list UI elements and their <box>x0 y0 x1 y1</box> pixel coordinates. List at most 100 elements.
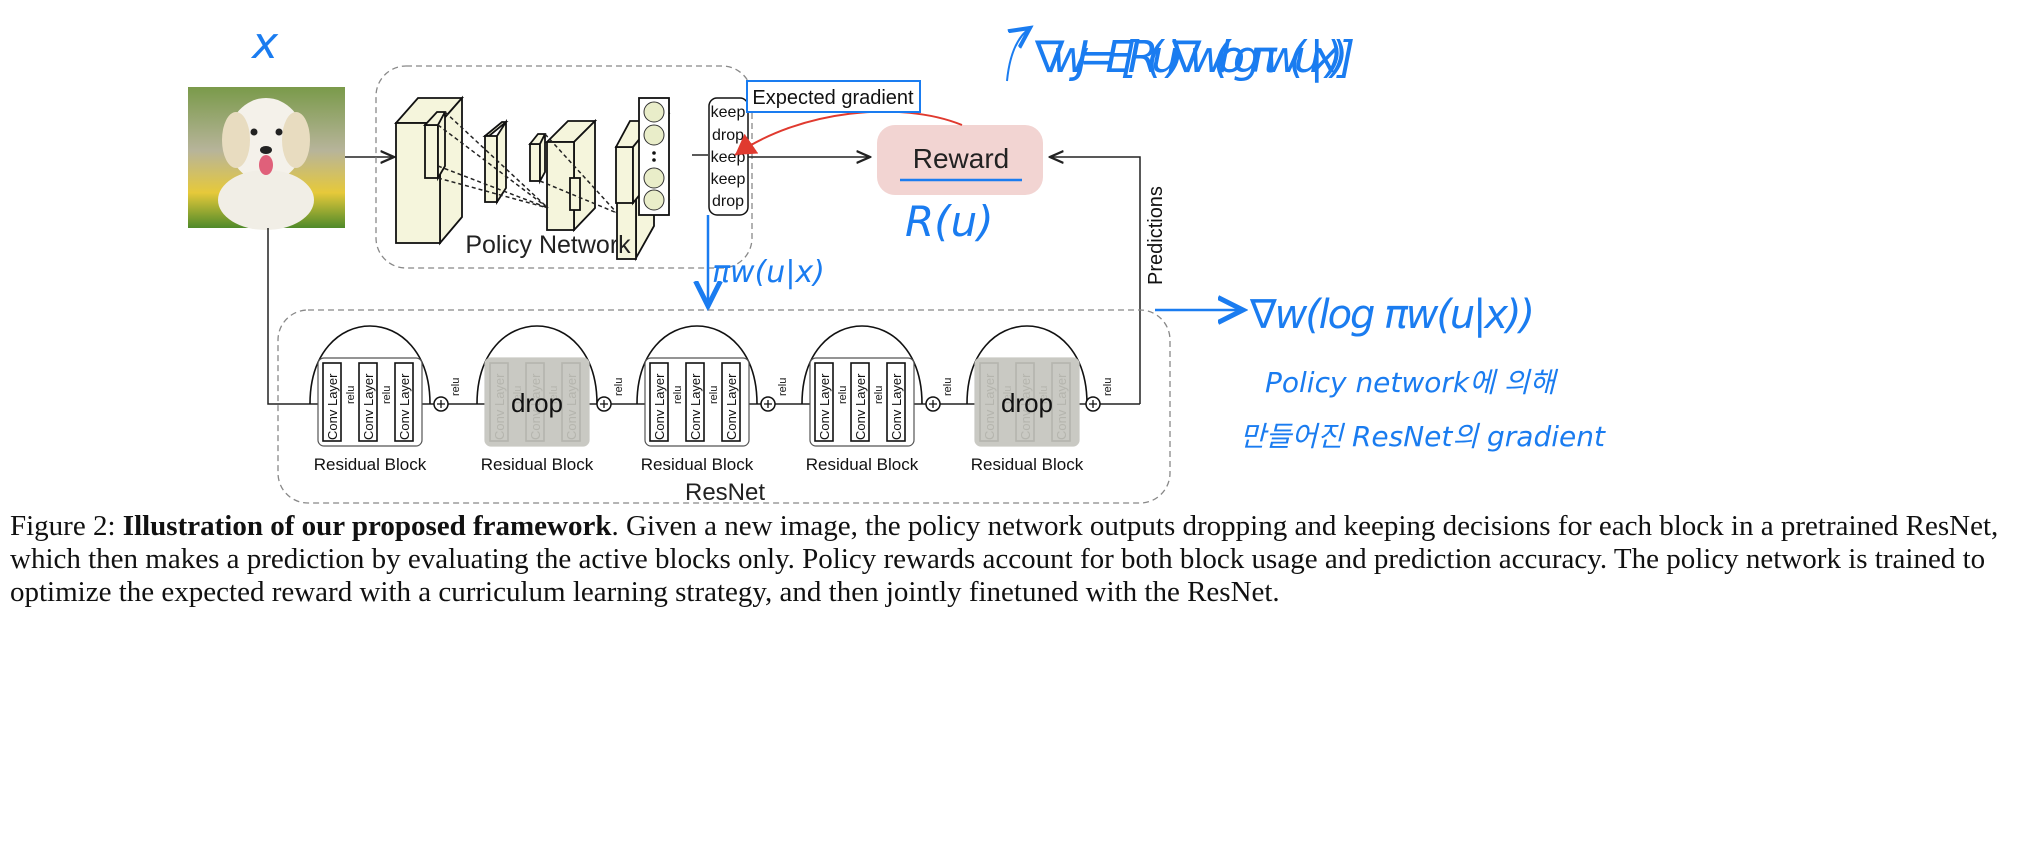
conv-layer <box>1015 362 1035 442</box>
conv-layer-label: Conv Layer <box>1018 373 1033 440</box>
conv-layer <box>685 362 705 442</box>
conv-layer <box>814 362 834 442</box>
residual-block: Conv Layer relu Conv Layer relu Conv LayerRe… <box>309 325 431 474</box>
block-body <box>644 357 750 447</box>
conv-layer-label: Conv Layer <box>564 373 579 440</box>
policy-network-label: Policy Network <box>465 231 631 259</box>
block-body <box>484 357 590 447</box>
decision-item: drop <box>712 193 744 210</box>
conv-layer-label: Conv Layer <box>889 373 904 440</box>
conv-layer-label: Conv Layer <box>1054 373 1069 440</box>
reward-annotation: R(u) <box>905 197 994 246</box>
drop-label: drop <box>1001 388 1053 418</box>
reward-box <box>877 125 1043 195</box>
conv-layer-label: Conv Layer <box>982 373 997 440</box>
add-node: relu <box>925 378 954 412</box>
resnet-label: ResNet <box>685 479 765 506</box>
decision-list: keep drop keep keep drop <box>711 104 746 210</box>
relu-label: relu <box>613 378 625 396</box>
relu-label: relu <box>777 378 789 396</box>
conv-layer <box>850 362 870 442</box>
relu-label: relu <box>1102 378 1114 396</box>
policy-network-box <box>375 65 753 269</box>
expected-gradient-label: Expected gradient <box>752 87 914 109</box>
resnet-gradient-formula: ∇w(log πw(u|x)) <box>1249 292 1535 338</box>
block-body <box>974 357 1080 447</box>
figure-caption: Figure 2: Illustration of our proposed f… <box>10 510 2030 609</box>
skip-connection <box>476 325 598 405</box>
reward-label: Reward <box>913 143 1009 174</box>
residual-block-label: Residual Block <box>314 455 427 474</box>
add-node: relu <box>596 378 625 412</box>
conv-layer <box>979 362 999 442</box>
note-line-1: Policy network에 의해 <box>1265 366 1559 399</box>
expected-gradient-formula: ∇wJ = E[ R(u)∇w(log πw(u|x)) ] <box>1034 32 1355 83</box>
residual-block: Conv Layer relu Conv Layer relu Conv LayerRe… <box>636 325 758 474</box>
relu-label: relu <box>837 386 849 404</box>
relu-label: relu <box>708 386 720 404</box>
input-image <box>188 87 345 230</box>
relu-label: relu <box>548 386 560 404</box>
conv-layer <box>886 362 906 442</box>
relu-label: relu <box>1002 386 1014 404</box>
conv-layer <box>394 362 414 442</box>
decision-item: keep <box>711 171 746 188</box>
predictions-arrow <box>1050 157 1141 404</box>
add-node: relu <box>433 378 462 412</box>
relu-label: relu <box>450 378 462 396</box>
conv-layer-label: Conv Layer <box>688 373 703 440</box>
conv-layer-label: Conv Layer <box>724 373 739 440</box>
conv-layer-label: Conv Layer <box>492 373 507 440</box>
conv-layer-label: Conv Layer <box>397 373 412 440</box>
skip-connection <box>801 325 923 405</box>
conv-layer <box>1051 362 1071 442</box>
conv-layer-label: Conv Layer <box>528 373 543 440</box>
relu-label: relu <box>381 386 393 404</box>
conv-layer <box>561 362 581 442</box>
block-body <box>317 357 423 447</box>
conv-layer <box>525 362 545 442</box>
residual-block: Conv Layer relu Conv Layer relu Conv LayerRe… <box>801 325 923 474</box>
skip-connection <box>309 325 431 405</box>
expected-gradient-box <box>746 80 921 113</box>
decision-item: keep <box>711 104 746 121</box>
skip-connection <box>636 325 758 405</box>
gradient-feedback-arrow <box>734 110 963 156</box>
conv-layer-label: Conv Layer <box>817 373 832 440</box>
relu-label: relu <box>942 378 954 396</box>
fc-layer <box>638 97 670 216</box>
relu-label: relu <box>512 386 524 404</box>
residual-block-label: Residual Block <box>806 455 919 474</box>
caption-title: Illustration of our proposed framework <box>122 510 612 542</box>
relu-label: relu <box>672 386 684 404</box>
block-body <box>809 357 915 447</box>
relu-label: relu <box>873 386 885 404</box>
conv-layer <box>721 362 741 442</box>
conv-layer <box>322 362 342 442</box>
caption-prefix: Figure 2: <box>10 510 123 542</box>
relu-label: relu <box>345 386 357 404</box>
predictions-label: Predictions <box>1145 186 1167 285</box>
conv-layer-label: Conv Layer <box>325 373 340 440</box>
input-annotation: x <box>250 18 279 69</box>
relu-label: relu <box>1038 386 1050 404</box>
conv-layer-label: Conv Layer <box>652 373 667 440</box>
note-line-2: 만들어진 ResNet의 gradient <box>1240 420 1606 453</box>
conv-layer-label: Conv Layer <box>853 373 868 440</box>
formula-pointer-arrow <box>1006 28 1030 82</box>
policy-annotation: πw(u|x) <box>712 255 825 290</box>
conv-layer <box>649 362 669 442</box>
add-node: relu <box>760 378 789 412</box>
residual-blocks: Conv Layer relu Conv Layer relu Conv LayerRe… <box>309 325 1114 474</box>
framework-diagram: x keep drop keep keep drop Policy Networ… <box>188 18 1606 506</box>
residual-block-label: Residual Block <box>481 455 594 474</box>
resnet-box <box>277 309 1171 504</box>
conv-layer-label: Conv Layer <box>361 373 376 440</box>
conv-layer <box>489 362 509 442</box>
drop-label: drop <box>511 388 563 418</box>
residual-block-label: Residual Block <box>641 455 754 474</box>
decision-item: drop <box>712 127 744 144</box>
caption-body: . Given a new image, the policy network … <box>10 510 1999 608</box>
